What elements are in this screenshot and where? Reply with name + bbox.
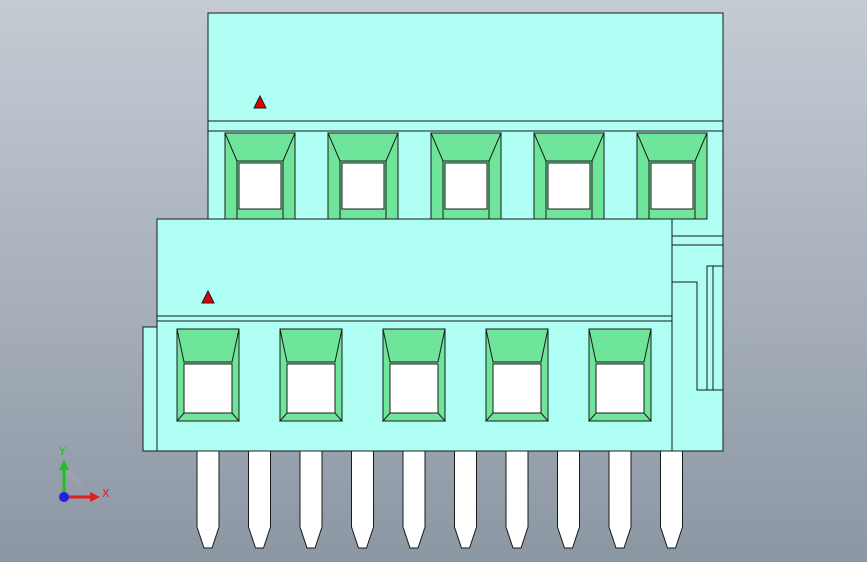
contact-pin bbox=[608, 450, 632, 549]
contact-pin bbox=[248, 450, 271, 549]
contact-pin bbox=[402, 450, 426, 549]
lower-cavity bbox=[381, 328, 447, 422]
lower-cavity-row bbox=[175, 328, 653, 422]
upper-housing-ledge bbox=[671, 235, 724, 246]
upper-cavity bbox=[533, 132, 605, 220]
upper-cavity bbox=[636, 132, 708, 220]
lower-cavity bbox=[175, 328, 241, 422]
contact-pin bbox=[505, 450, 529, 549]
upper-cavity bbox=[224, 132, 296, 220]
pin-row bbox=[196, 450, 683, 549]
contact-pin bbox=[351, 450, 374, 549]
lower-housing-block[interactable] bbox=[156, 218, 673, 452]
upper-cavity-row bbox=[224, 132, 708, 220]
triad-y-arrow-icon bbox=[59, 460, 69, 470]
lower-cavity bbox=[587, 328, 653, 422]
reference-triad[interactable]: X Y bbox=[58, 445, 110, 502]
triad-x-label: X bbox=[102, 487, 110, 500]
triad-y-label: Y bbox=[58, 445, 66, 458]
upper-cavity bbox=[430, 132, 502, 220]
contact-pin bbox=[557, 450, 580, 549]
contact-pin bbox=[660, 450, 683, 549]
upper-cavity bbox=[327, 132, 399, 220]
triad-x-arrow-icon bbox=[90, 492, 100, 502]
side-latch-slot bbox=[706, 265, 724, 391]
pin1-marker-triangle-lower bbox=[201, 289, 215, 304]
contact-pin bbox=[299, 450, 323, 549]
contact-pin bbox=[196, 450, 220, 549]
lower-cavity bbox=[484, 328, 550, 422]
triad-origin-icon bbox=[59, 492, 69, 502]
contact-pin bbox=[454, 450, 477, 549]
connector-model[interactable] bbox=[142, 12, 724, 549]
pin1-marker-triangle-upper bbox=[253, 94, 267, 109]
lower-cavity bbox=[278, 328, 344, 422]
